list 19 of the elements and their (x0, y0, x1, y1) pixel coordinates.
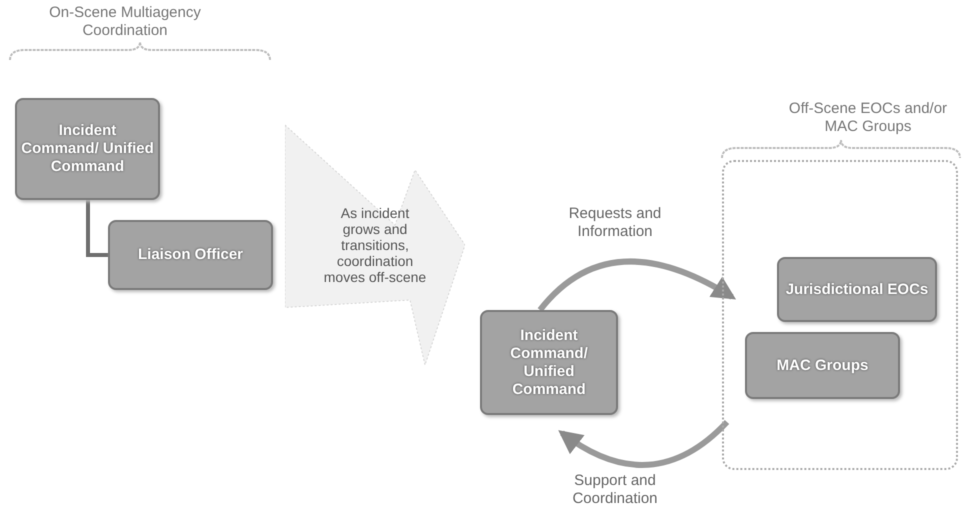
curved-arrow (558, 420, 730, 468)
curved-arrow (538, 258, 736, 312)
edge-label: Requests and Information (568, 205, 662, 241)
process-box (480, 310, 618, 415)
edge-label: Support and Coordination (571, 472, 659, 508)
process-box (745, 332, 900, 399)
process-box (15, 98, 160, 200)
dotted-group-boundary (722, 160, 958, 470)
group-heading: On-Scene Multiagency Coordination (48, 4, 202, 40)
arrow-caption: As incident grows and transitions, coordination moves off-scene (322, 205, 428, 285)
box-label: Jurisdictional EOCs (786, 280, 928, 298)
box-label: Liaison Officer (138, 246, 244, 264)
group-heading: Off-Scene EOCs and/or MAC Groups (788, 100, 948, 136)
box-label: Incident Command/ Unified Command (509, 326, 589, 398)
box-label: MAC Groups (776, 356, 868, 374)
box-label: Incident Command/ Unified Command (21, 122, 154, 176)
process-box (777, 257, 937, 322)
connector-line (86, 200, 108, 257)
process-box (108, 220, 273, 290)
